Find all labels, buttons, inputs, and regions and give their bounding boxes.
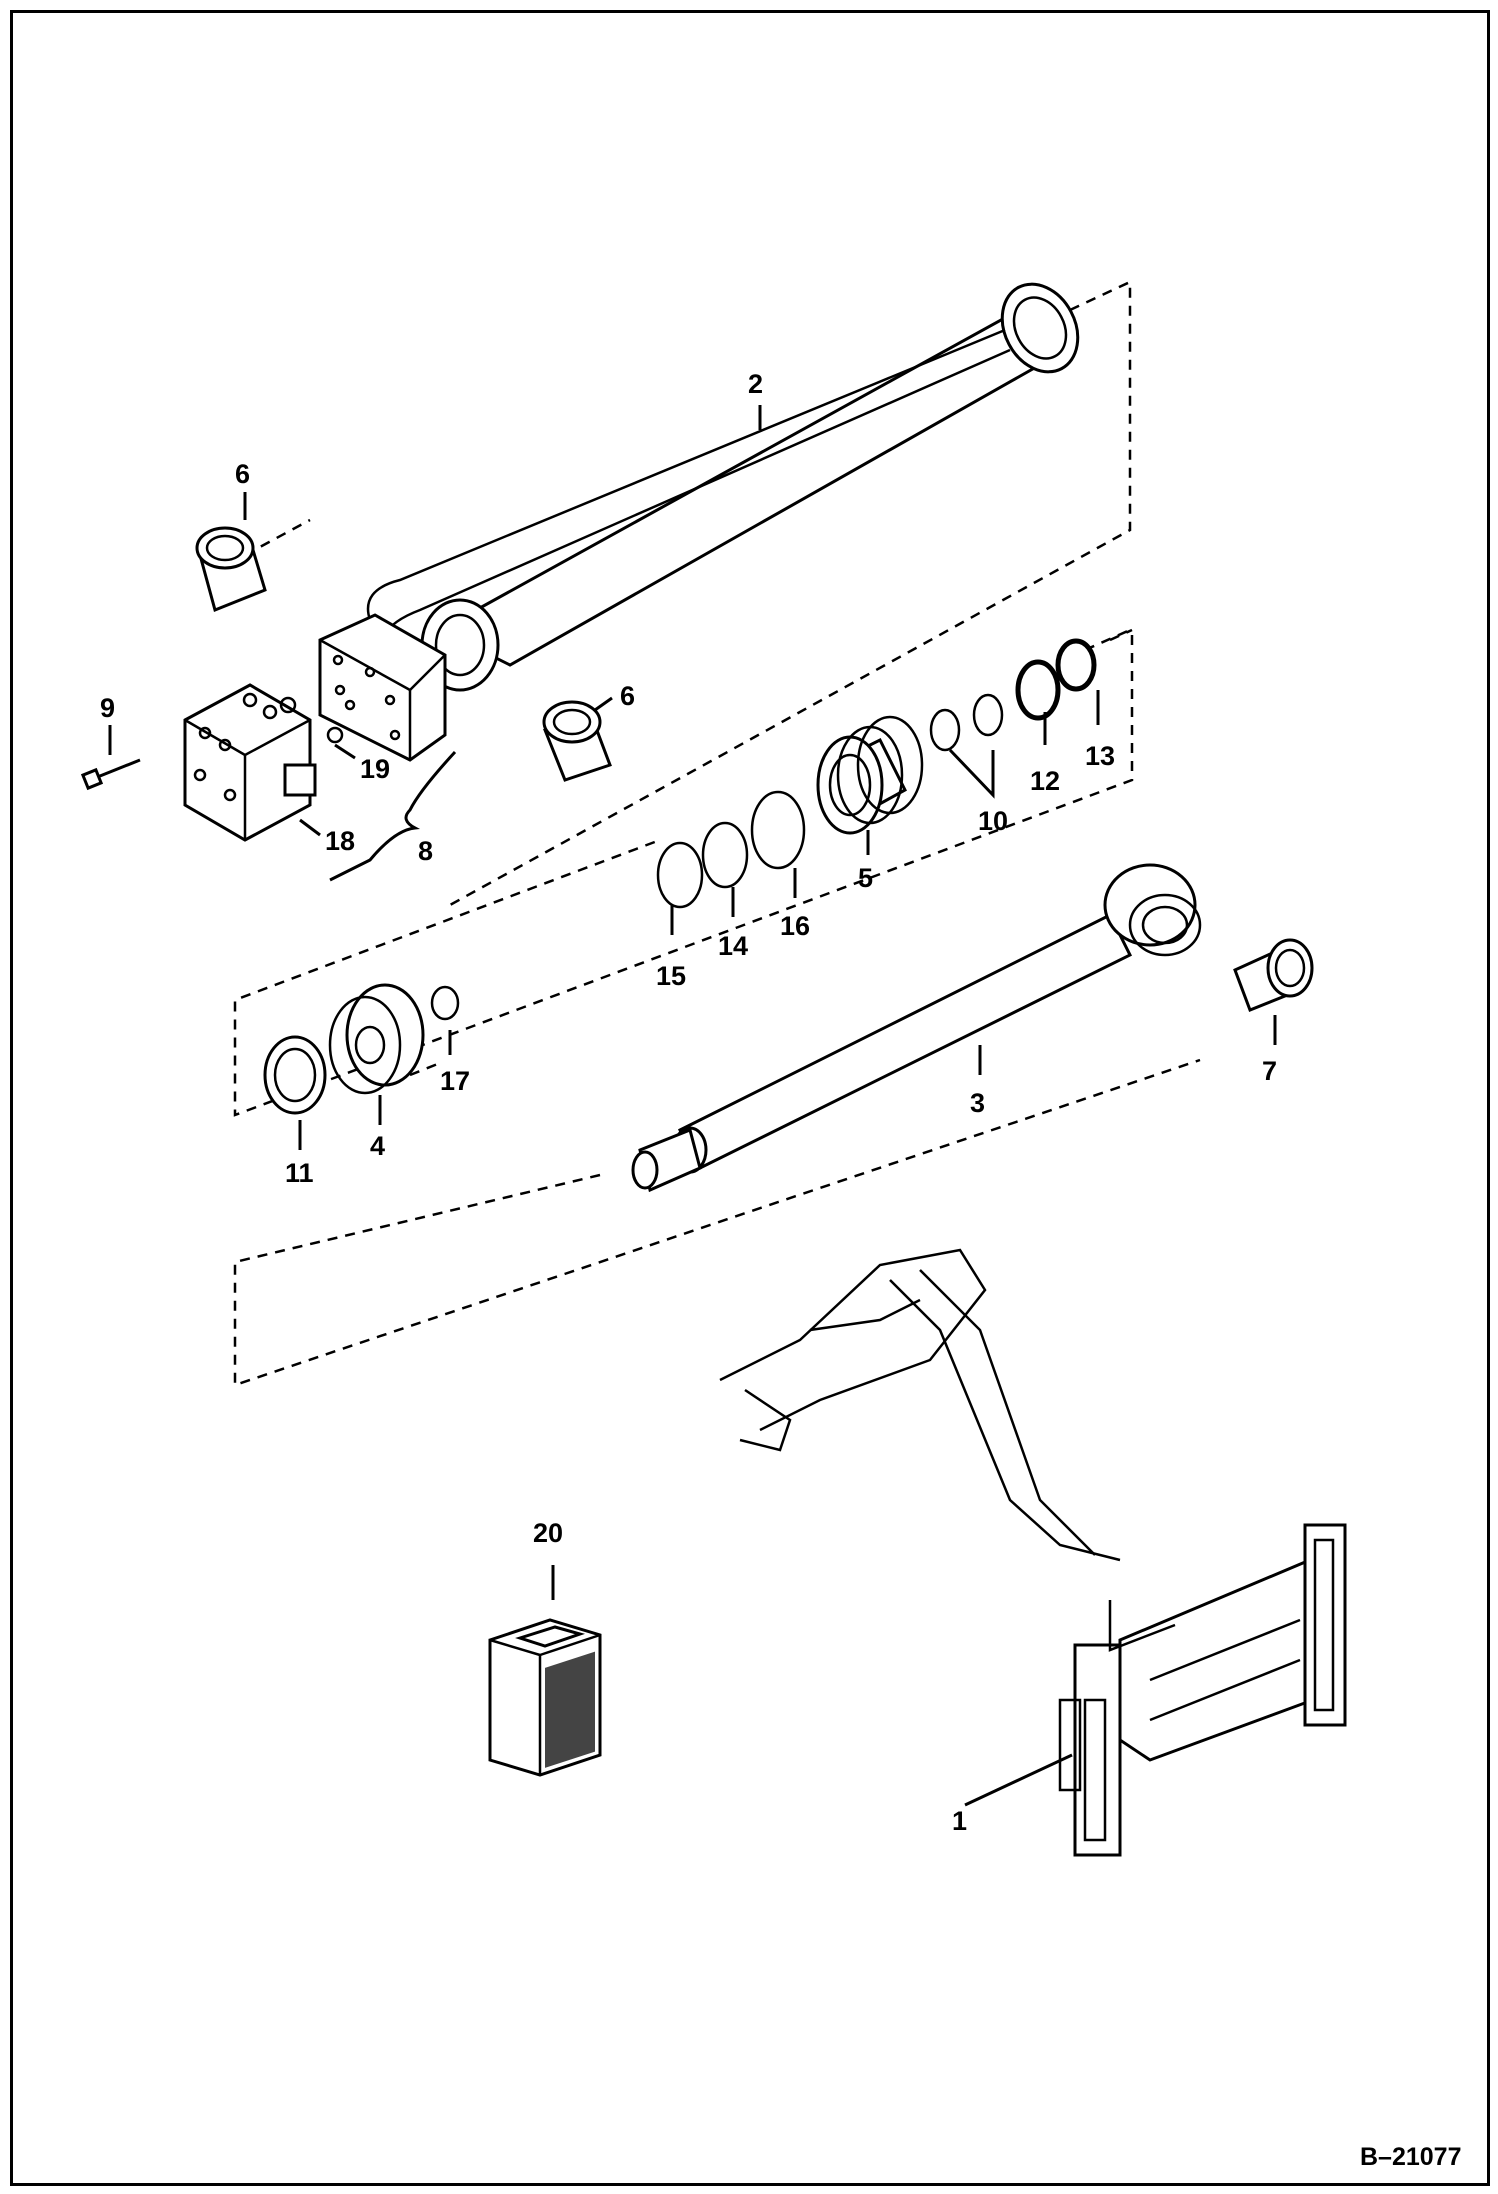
seal-12 xyxy=(1015,659,1061,721)
bolt xyxy=(80,758,141,791)
seal-14 xyxy=(701,821,749,889)
seal-13 xyxy=(1055,638,1097,692)
leader-lines xyxy=(108,405,1277,1807)
callout-5: 5 xyxy=(858,863,873,893)
backhoe-assembly xyxy=(719,1248,1347,1857)
piston xyxy=(816,715,924,835)
callout-6-upper: 6 xyxy=(235,459,250,489)
callout-4: 4 xyxy=(370,1131,385,1161)
seal-15 xyxy=(656,841,704,909)
cylinder-rod xyxy=(631,863,1202,1193)
callout-12: 12 xyxy=(1030,766,1060,796)
callout-2: 2 xyxy=(748,369,763,399)
seal-16 xyxy=(750,790,806,870)
callout-8: 8 xyxy=(418,836,433,866)
cylinder-end-block xyxy=(318,613,447,762)
callout-19: 19 xyxy=(360,754,390,784)
callout-11: 11 xyxy=(285,1158,314,1188)
bushing-rod xyxy=(1233,938,1314,1012)
callout-1: 1 xyxy=(952,1806,967,1836)
gland xyxy=(328,983,425,1095)
callout-13: 13 xyxy=(1085,741,1115,771)
callout-20: 20 xyxy=(533,1518,563,1548)
cylinder-barrel xyxy=(366,282,1080,692)
callout-14: 14 xyxy=(718,931,748,961)
seal-kit-box xyxy=(488,1618,602,1777)
o-ring-17 xyxy=(430,985,460,1021)
callout-15: 15 xyxy=(656,961,686,991)
assembly-guide-lines xyxy=(233,280,1201,1387)
callout-10: 10 xyxy=(978,806,1008,836)
wiper-seal xyxy=(263,1035,327,1115)
callout-18: 18 xyxy=(325,826,355,856)
drawing-reference-number: B–21077 xyxy=(1360,2143,1461,2171)
bushing-upper xyxy=(195,526,267,613)
bushing-lower xyxy=(542,700,612,782)
callout-17: 17 xyxy=(440,1066,470,1096)
valve-block xyxy=(183,683,317,842)
callout-labels: 1 2 3 4 5 6 6 7 8 9 10 11 12 13 14 15 16… xyxy=(100,369,1277,1836)
callout-16: 16 xyxy=(780,911,810,941)
callout-9: 9 xyxy=(100,693,115,723)
o-ring-small xyxy=(279,696,344,744)
callout-3: 3 xyxy=(970,1088,985,1118)
callout-6-lower: 6 xyxy=(620,681,635,711)
callout-7: 7 xyxy=(1262,1056,1277,1086)
seals-10 xyxy=(929,693,1004,752)
